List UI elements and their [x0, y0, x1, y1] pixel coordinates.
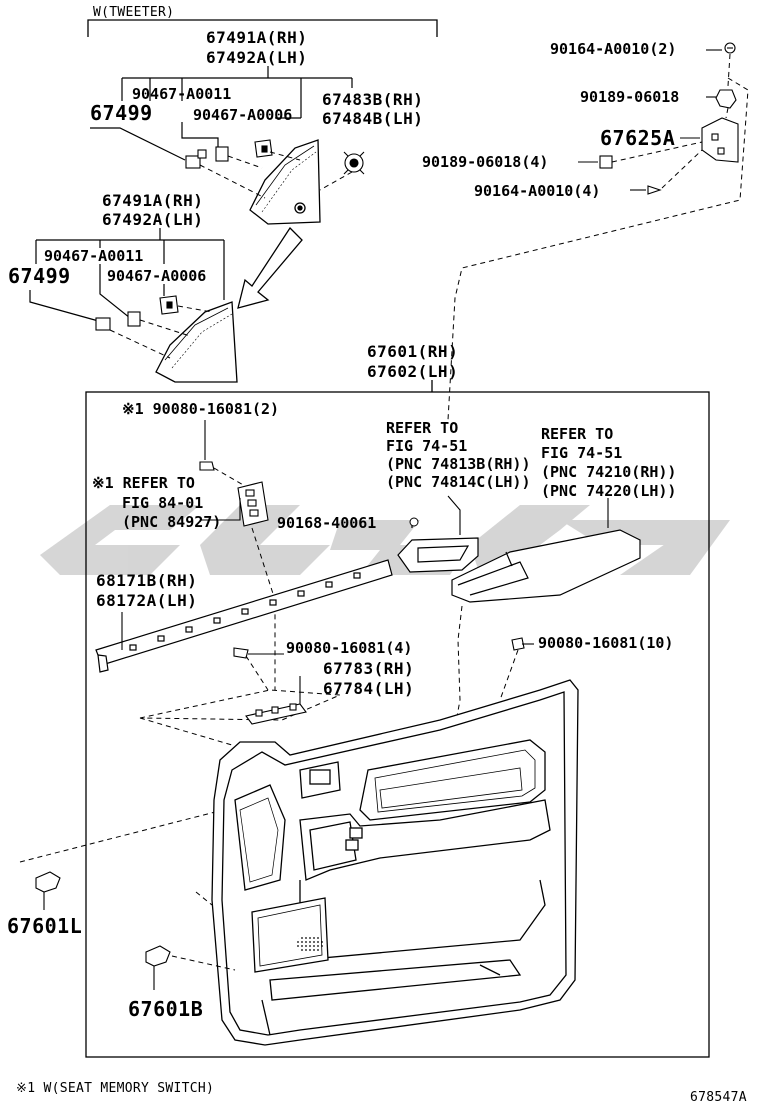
memory-ref-line3: (PNC 84927) — [122, 513, 222, 531]
panel-frame — [85, 380, 710, 1058]
handle-ref-line4: (PNC 74814C(LH)) — [386, 473, 531, 491]
upper-clips — [185, 139, 365, 175]
upper-clip2-label: 90467-A0006 — [193, 106, 293, 124]
weatherstrip-rh-label: 68171B(RH) — [96, 571, 198, 590]
assembly-arrow — [237, 226, 303, 309]
panel-rh-label: 67601(RH) — [367, 342, 459, 361]
screw-4-label: 90080-16081(4) — [286, 639, 413, 657]
armrest-ref-line1: REFER TO — [541, 425, 614, 443]
lower-clip2-label: 90467-A0006 — [107, 267, 207, 285]
clip-l-label: 67601L — [7, 914, 83, 938]
footnote: ※1 W(SEAT MEMORY SWITCH) — [16, 1081, 215, 1096]
figure-id: 678547A — [690, 1090, 747, 1105]
lower-trim-piece — [155, 301, 238, 383]
hinge-group — [578, 42, 739, 195]
handle-ref-line3: (PNC 74813B(RH)) — [386, 455, 531, 473]
lower-group-rh-label: 67491A(RH) — [102, 191, 204, 210]
armrest-ref-line2: FIG 74-51 — [541, 444, 623, 462]
upper-trim-piece — [249, 139, 321, 225]
weatherstrip — [95, 559, 393, 673]
handle-bezel — [397, 522, 479, 573]
lower-dash-lines — [109, 305, 213, 359]
lower-clip1-label: 90467-A0011 — [44, 247, 144, 265]
memory-switch — [199, 420, 269, 527]
clip-b-label: 67601B — [128, 997, 204, 1021]
tweeter-note: W(TWEETER) — [93, 5, 175, 20]
screws-mid — [233, 637, 534, 659]
speaker-lh-label: 67484B(LH) — [322, 109, 424, 128]
panel-lh-label: 67602(LH) — [367, 362, 459, 381]
bracket-rh-label: 67783(RH) — [323, 659, 415, 678]
armrest — [451, 529, 641, 603]
door-panel — [211, 679, 579, 1046]
upper-67499-label: 67499 — [90, 101, 153, 125]
handle-ref-line2: FIG 74-51 — [386, 437, 468, 455]
hinge-screw-label: 90164-A0010(4) — [474, 182, 601, 200]
hinge-nut-top-label: 90189-06018 — [580, 88, 680, 106]
upper-group-lh-label: 67492A(LH) — [206, 48, 308, 67]
lower-group-leaders — [29, 228, 225, 323]
upper-clip1-label: 90467-A0011 — [132, 85, 232, 103]
lower-67499-label: 67499 — [8, 264, 71, 288]
screw-10-label: 90080-16081(10) — [538, 634, 674, 652]
bracket-67783 — [245, 676, 307, 725]
hinge-bracket-label: 67625A — [600, 126, 676, 150]
handle-ref-line1: REFER TO — [386, 419, 459, 437]
bracket-lh-label: 67784(LH) — [323, 679, 415, 698]
upper-group-rh-label: 67491A(RH) — [206, 28, 308, 47]
clip-dash-lines — [171, 891, 236, 971]
upper-dash-lines — [199, 151, 353, 199]
hinge-screw-top-label: 90164-A0010(2) — [550, 40, 677, 58]
lower-group-lh-label: 67492A(LH) — [102, 210, 204, 229]
armrest-ref-line4: (PNC 74220(LH)) — [541, 482, 677, 500]
hinge-dash-lines — [447, 53, 749, 421]
hinge-nut-label: 90189-06018(4) — [422, 153, 549, 171]
speaker-rh-label: 67483B(RH) — [322, 90, 424, 109]
memory-screw-label: ※1 90080-16081(2) — [122, 400, 280, 418]
memory-ref-line2: FIG 84-01 — [122, 494, 204, 512]
weatherstrip-lh-label: 68172A(LH) — [96, 591, 198, 610]
tweeter-bracket — [87, 19, 438, 37]
upper-group-leaders — [90, 66, 353, 161]
clip-90168-label: 90168-40061 — [277, 514, 377, 532]
panel-clips — [35, 871, 171, 990]
lower-clips — [95, 295, 179, 331]
memory-ref-line1: ※1 REFER TO — [92, 474, 195, 492]
armrest-ref-line3: (PNC 74210(RH)) — [541, 463, 677, 481]
